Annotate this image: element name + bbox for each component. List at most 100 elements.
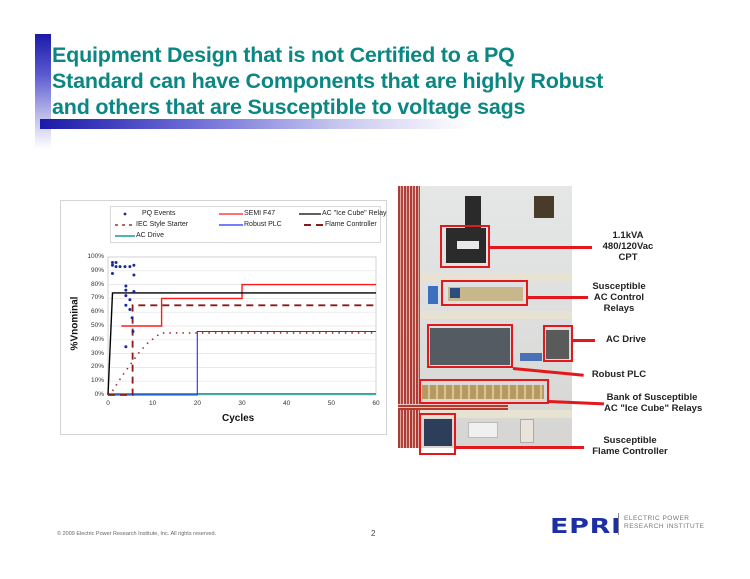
pq-event-point (128, 298, 132, 302)
chart-plot-area (107, 256, 377, 396)
relay-module (450, 288, 460, 298)
label-ac-drive: AC Drive (605, 334, 647, 345)
pq-event-point (110, 263, 114, 267)
transformer-nameplate (457, 241, 479, 249)
label-control-relays: Susceptible AC Control Relays (592, 281, 646, 314)
y-tick-label: 70% (90, 294, 104, 302)
series-ac-ice-cube-relay (107, 292, 376, 396)
leader-line-cpt (490, 246, 592, 249)
highlight-ice-cube-relays (419, 379, 549, 404)
x-tick-label: 0 (106, 400, 110, 407)
pq-event-point (124, 284, 128, 288)
leader-line-flame-controller (456, 446, 584, 449)
y-axis-title: %Vnominal (69, 296, 81, 351)
legend-line-icon (219, 222, 243, 228)
legend-item-flame-controller: Flame Controller (304, 221, 377, 228)
highlight-flame-controller (419, 413, 456, 455)
y-tick-label: 40% (90, 335, 104, 343)
y-tick-label: 100% (87, 253, 104, 260)
contactor (534, 196, 554, 218)
pq-event-point (124, 288, 128, 292)
din-rail (420, 410, 572, 418)
title-accent-bar-horizontal (40, 119, 470, 129)
legend-line-icon (219, 211, 243, 217)
logo-text: ELECTRIC POWER RESEARCH INSTITUTE (624, 515, 705, 530)
y-tick-label: 30% (90, 349, 104, 357)
pq-event-point (132, 273, 136, 277)
junction-box (468, 422, 498, 438)
control-panel-photo (398, 186, 572, 448)
plc-rack (430, 328, 510, 365)
title-accent-bar-vertical (35, 34, 51, 149)
epri-logo: EPRI (550, 514, 622, 538)
pq-event-point (110, 272, 114, 276)
legend-line-icon (299, 211, 321, 217)
terminal-blocks (520, 353, 542, 361)
terminal-device (428, 286, 438, 304)
series-flame-controller (108, 304, 376, 396)
x-tick-label: 20 (193, 400, 201, 407)
pq-event-point (118, 265, 122, 269)
logo-divider (618, 513, 619, 535)
y-tick-label: 0% (94, 391, 104, 398)
pq-event-point (132, 290, 136, 293)
page-number: 2 (371, 529, 376, 538)
copyright-notice: © 2009 Electric Power Research Institute… (57, 531, 217, 537)
pq-event-point (128, 307, 132, 311)
y-tick-label: 90% (90, 266, 104, 274)
highlight-cpt (440, 225, 490, 268)
legend-label: AC Drive (136, 232, 165, 239)
legend-item-ac-drive: AC Drive (115, 232, 164, 239)
slide-title-line-2: Standard can have Components that are hi… (52, 69, 604, 93)
legend-label: PQ Events (142, 210, 176, 217)
slide-title-line-3: and others that are Susceptible to volta… (52, 95, 526, 119)
legend-item-pq-events: PQ Events (115, 210, 175, 217)
x-axis-title: Cycles (222, 413, 255, 424)
y-tick-label: 10% (90, 377, 104, 385)
pq-event-point (114, 261, 118, 265)
pq-event-point (123, 265, 127, 269)
din-rail (420, 311, 572, 319)
legend-label: Robust PLC (244, 221, 282, 228)
label-robust-plc: Robust PLC (591, 369, 647, 380)
highlight-plc (427, 324, 513, 368)
legend-label: IEC Style Starter (136, 221, 189, 228)
legend-label: SEMI F47 (244, 210, 276, 217)
pq-event-point (124, 345, 128, 349)
x-tick-label: 30 (238, 400, 246, 407)
leader-line-ac-drive (573, 339, 595, 342)
pq-event-point (114, 265, 118, 269)
legend-label: AC "Ice Cube" Relay (322, 210, 387, 217)
fuse-block (465, 196, 481, 228)
slide-title-line-1: Equipment Design that is not Certified t… (52, 43, 515, 67)
label-ice-cube-relays: Bank of Susceptible AC "Ice Cube" Relays (604, 392, 703, 414)
wire-bundle (398, 186, 420, 448)
wire-bundle-horizontal (398, 404, 508, 410)
pq-event-point (124, 303, 128, 307)
x-tick-label: 10 (149, 400, 157, 407)
legend-marker-icon (115, 211, 135, 217)
legend-line-icon (115, 222, 135, 228)
pq-event-point (110, 261, 114, 265)
x-tick-label: 40 (283, 400, 291, 407)
chart-legend: PQ Events SEMI F47 AC "Ice Cube" Relay I… (110, 206, 387, 243)
control-relays (448, 287, 523, 301)
flame-controller-unit (424, 419, 452, 446)
series-robust-plc (108, 330, 376, 396)
ac-drive-unit (546, 330, 569, 359)
din-rail (420, 273, 572, 281)
legend-item-semi-f47: SEMI F47 (219, 210, 275, 217)
highlight-control-relays (441, 280, 528, 306)
pq-event-point (131, 330, 135, 334)
y-tick-label: 20% (90, 363, 104, 371)
small-module (520, 419, 534, 443)
label-flame-controller: Susceptible Flame Controller (592, 435, 668, 457)
y-tick-label: 80% (90, 280, 104, 288)
pq-event-point (130, 316, 134, 320)
y-tick-label: 60% (90, 308, 104, 316)
x-tick-label: 50 (327, 400, 335, 407)
pq-event-point (128, 265, 132, 269)
slide-title: Equipment Design that is not Certified t… (52, 42, 732, 120)
ice-cube-relay-bank (422, 385, 544, 399)
y-tick-label: 50% (90, 322, 104, 329)
